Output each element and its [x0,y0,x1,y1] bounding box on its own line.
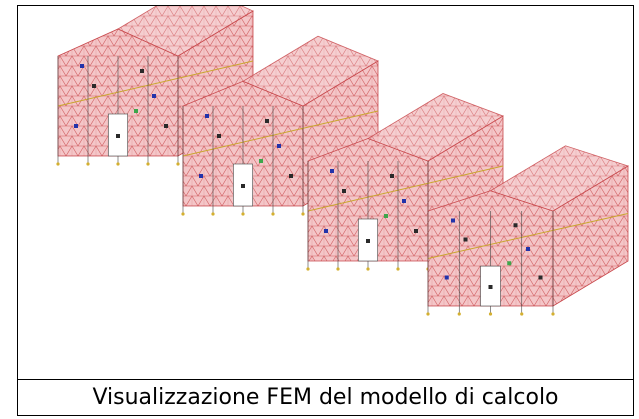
mesh-node [402,199,406,203]
mesh-node [152,94,156,98]
support-node [301,212,305,216]
mesh-node [277,144,281,148]
support-node [306,267,310,271]
roof-pattern [118,6,253,56]
roof-pattern [243,36,378,106]
fem-model-diagram [56,6,629,316]
figure-caption: Visualizzazione FEM del modello di calco… [92,385,559,410]
mesh-node [390,174,394,178]
mesh-node [140,69,144,73]
mesh-node [463,237,468,242]
mesh-node [507,261,512,266]
support-node [271,212,275,216]
support-node [211,212,215,216]
mesh-node [74,124,78,128]
mesh-node [444,275,449,280]
support-node [86,162,90,166]
mesh-node [199,174,203,178]
building-block [426,145,629,316]
side-wall-pattern [553,166,628,306]
mesh-node [488,285,493,289]
mesh-node [526,247,530,251]
mesh-node [259,159,263,163]
roof-pattern [490,145,628,211]
mesh-node [92,84,96,88]
support-node [146,162,150,166]
floor-beam [307,165,504,212]
mesh-node [538,275,543,280]
mesh-node [164,124,168,128]
support-node [396,267,400,271]
support-node [488,312,493,316]
mesh-node [265,119,269,123]
mesh-node [342,189,346,193]
support-node [56,162,60,166]
roof-pattern [368,93,503,161]
support-node [116,162,120,166]
mesh-node [205,114,209,118]
support-node [457,312,461,316]
mesh-node [289,174,293,178]
floor-beam [182,110,379,157]
mesh-node [241,184,245,188]
mesh-node [513,223,518,228]
support-node [181,212,185,216]
figure-table: Visualizzazione FEM del modello di calco… [17,5,634,416]
mesh-node [134,109,138,113]
support-node [241,212,245,216]
mesh-node [116,134,120,138]
floor-beam [427,213,629,259]
mesh-node [217,134,221,138]
support-node [551,312,555,316]
mesh-node [414,229,418,233]
mesh-node [80,64,84,68]
support-node [336,267,340,271]
support-node [520,312,524,316]
mesh-node [324,229,328,233]
mesh-node [366,239,370,243]
support-node [366,267,370,271]
support-node [426,312,430,316]
support-node [176,162,180,166]
figure-cell [18,6,633,380]
mesh-node [451,218,455,223]
floor-beam [57,60,254,107]
mesh-node [330,169,334,173]
mesh-node [384,214,388,218]
